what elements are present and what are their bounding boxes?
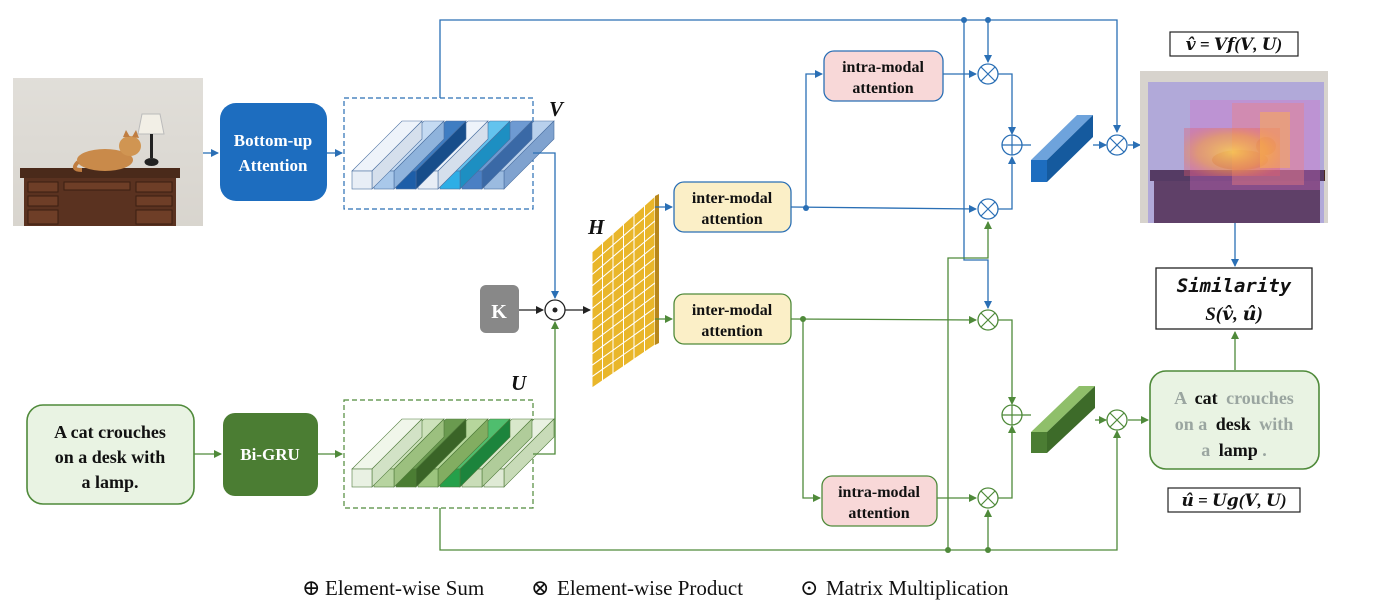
feature-bar [351, 418, 423, 488]
svg-text:attention: attention [848, 505, 909, 522]
intra-modal-attention-bottom: intra-modal attention [821, 475, 938, 527]
v-formula: 𝒗̂ = 𝑽𝒇(𝑽, 𝑼) [1186, 35, 1282, 54]
sum-operator-top [1001, 134, 1023, 156]
attention-photo [1140, 71, 1328, 223]
u-formula-box: 𝒖̂ = 𝑼𝒈(𝑽, 𝑼) [1167, 487, 1301, 513]
sum-legend-label: Element-wise Sum [325, 576, 484, 600]
text-feature-bars [351, 418, 555, 488]
bottom-up-attention-block: Bottom-up Attention [220, 103, 327, 201]
image-feature-box: V [343, 97, 565, 210]
junction-dot [985, 17, 991, 23]
output-sentence-box: A cat crouches on a desk with a lamp . [1149, 370, 1320, 470]
k-label: K [491, 301, 507, 323]
input-sentence-line2: on a desk with [55, 447, 166, 467]
v-label: V [549, 97, 565, 121]
matmul-operator [544, 299, 566, 321]
svg-text:A cat crouches: A cat crouches [1174, 388, 1294, 408]
junction-dot [945, 547, 951, 553]
h-label: H [587, 215, 605, 239]
bigru-block: Bi-GRU [223, 413, 318, 496]
product-operator-v-output [1106, 134, 1128, 156]
svg-text:inter-modal: inter-modal [692, 302, 773, 319]
product-operator-u-output [1106, 409, 1128, 431]
sum-operator-bottom [1001, 404, 1023, 426]
feature-bar [351, 120, 423, 190]
similarity-title: Similarity [1177, 275, 1292, 297]
bigru-label: Bi-GRU [240, 445, 300, 464]
junction-dot [961, 17, 967, 23]
svg-text:intra-modal: intra-modal [842, 59, 924, 76]
input-sentence-line3: a lamp. [81, 472, 138, 492]
legend: ⊕ Element-wise Sum ⊗ Element-wise Produc… [302, 575, 1009, 600]
matmul-legend-symbol: ⊙ [800, 575, 818, 600]
sum-legend-symbol: ⊕ [302, 575, 320, 600]
junction-dot [985, 547, 991, 553]
u-formula: 𝒖̂ = 𝑼𝒈(𝑽, 𝑼) [1181, 491, 1286, 510]
v-weight-vector [1031, 115, 1093, 182]
h-to-inter-connectors [655, 203, 673, 323]
svg-text:intra-modal: intra-modal [838, 484, 920, 501]
product-operator-top-1 [977, 63, 999, 85]
inter-modal-attention-top: inter-modal attention [673, 181, 792, 233]
product-legend-symbol: ⊗ [531, 575, 549, 600]
svg-text:attention: attention [852, 80, 913, 97]
input-photo [13, 78, 203, 226]
k-block: K [480, 285, 519, 333]
svg-text:a lamp .: a lamp . [1201, 440, 1267, 460]
input-sentence-box: A cat crouches on a desk with a lamp. [26, 404, 195, 505]
matmul-legend-label: Matrix Multiplication [826, 576, 1009, 600]
h-matrix: H [587, 194, 659, 389]
intra-modal-attention-top: intra-modal attention [823, 50, 944, 102]
input-sentence-line1: A cat crouches [54, 422, 166, 442]
bottom-up-label-line2: Attention [239, 156, 308, 175]
svg-text:inter-modal: inter-modal [692, 190, 773, 207]
similarity-formula: S(𝒗̂, 𝒖̂) [1205, 304, 1263, 325]
image-feature-bars [351, 120, 555, 190]
svg-text:attention: attention [701, 323, 762, 340]
product-operator-top-2 [977, 198, 999, 220]
product-operator-bottom-2 [977, 487, 999, 509]
similarity-box: Similarity S(𝒗̂, 𝒖̂) [1155, 267, 1313, 330]
u-weight-vector [1031, 386, 1095, 453]
text-feature-box: U [343, 371, 555, 509]
product-operator-bottom-1 [977, 309, 999, 331]
junction-dot [803, 205, 809, 211]
green-connectors [194, 221, 1239, 551]
bottom-up-label-line1: Bottom-up [234, 131, 312, 150]
product-legend-label: Element-wise Product [557, 576, 743, 600]
svg-text:attention: attention [701, 211, 762, 228]
blue-connectors [203, 19, 1239, 309]
junction-dot [800, 316, 806, 322]
inter-modal-attention-bottom: inter-modal attention [673, 293, 792, 345]
u-label: U [511, 371, 528, 395]
v-formula-box: 𝒗̂ = 𝑽𝒇(𝑽, 𝑼) [1169, 31, 1299, 57]
svg-text:on a desk with: on a desk with [1175, 414, 1294, 434]
